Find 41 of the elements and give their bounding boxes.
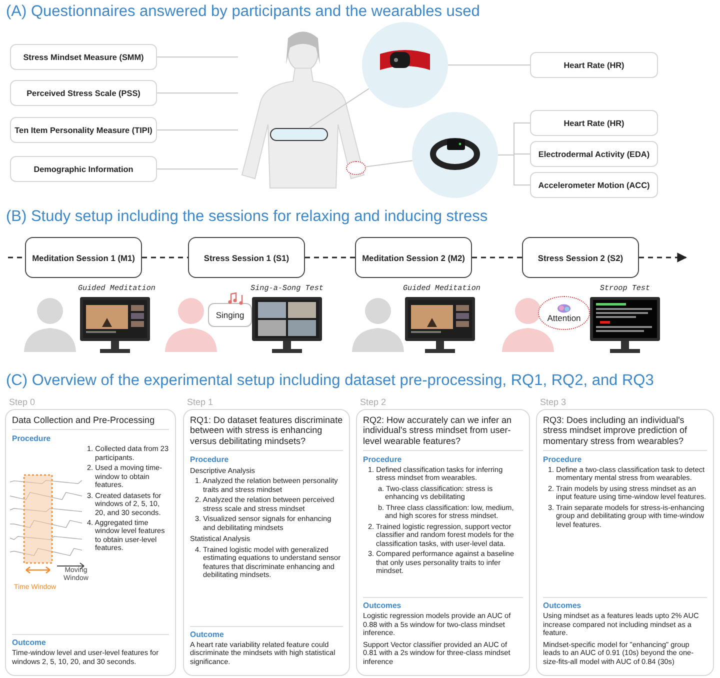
session-box: Meditation Session 1 (M1)	[25, 237, 142, 278]
bubble-text: Attention	[547, 312, 581, 322]
questionnaire-box: Stress Mindset Measure (SMM)	[10, 44, 157, 70]
connector-line	[305, 256, 355, 258]
connector-line	[156, 92, 238, 94]
connector-line	[156, 56, 238, 58]
question-heading: RQ3: Does including an individual's stress mindset improve prediction of momentary stress from wearables?	[543, 415, 688, 446]
measure-box: Heart Rate (HR)	[530, 110, 658, 136]
questionnaire-box: Ten Item Personality Measure (TIPI)	[10, 117, 157, 143]
question-heading: RQ2: How accurately can we infer an individual's stress mindset from user-level wearable features?	[363, 415, 513, 446]
session-box: Meditation Session 2 (M2)	[355, 237, 472, 278]
measure-box: Heart Rate (HR)	[530, 52, 658, 78]
measure-box: Accelerometer Motion (ACC)	[530, 172, 658, 198]
section-title: (B) Study setup including the sessions for relaxing and inducing stress	[6, 208, 489, 227]
connector-line	[156, 168, 238, 170]
connector-line	[142, 256, 188, 258]
arrow	[639, 252, 687, 262]
question-heading: Data Collection and Pre-Processing	[12, 415, 156, 426]
step-label: Step 3	[539, 396, 568, 409]
section-title: (A) Questionnaires answered by participants and the wearables used	[6, 3, 481, 22]
bubble-text: Singing	[216, 310, 244, 320]
step-label: Step 0	[8, 396, 36, 409]
session-box: Stress Session 2 (S2)	[522, 237, 639, 278]
connector-line	[472, 256, 522, 258]
connector-line	[8, 256, 25, 258]
connector-line	[308, 88, 370, 128]
measure-box: Electrodermal Activity (EDA)	[530, 141, 658, 167]
section-title: (C) Overview of the experimental setup including dataset pre-processing, RQ1, RQ2, and RQ3	[6, 372, 655, 391]
questionnaire-box: Demographic Information	[10, 156, 157, 182]
session-box: Stress Session 1 (S1)	[188, 237, 305, 278]
connector-line	[365, 160, 413, 168]
connector-line	[448, 64, 530, 66]
wristband-ring	[346, 161, 366, 175]
speech-bubble	[208, 303, 252, 327]
chest-strap-band	[270, 128, 328, 141]
step-label: Step 2	[359, 396, 388, 409]
question-heading: RQ1: Do dataset features discriminate between with stress is enhancing versus debilitating mindsets?	[190, 415, 343, 446]
questionnaire-box: Perceived Stress Scale (PSS)	[10, 80, 157, 106]
step-label: Step 1	[186, 396, 214, 409]
connector-line	[498, 154, 530, 186]
thought-bubble	[538, 296, 590, 330]
